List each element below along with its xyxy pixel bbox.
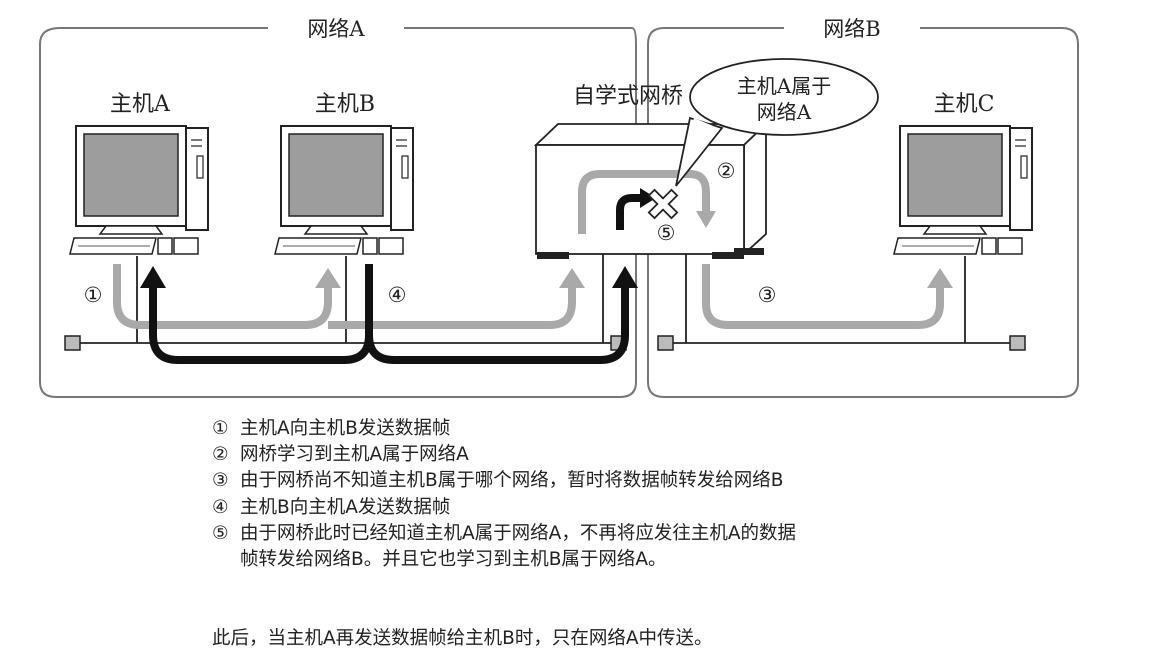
legend-mark: ② (212, 444, 229, 466)
step-marker-4: ④ (388, 283, 407, 307)
flow-2-bridge-arrow (578, 170, 710, 234)
host-c-label: 主机C (934, 92, 995, 117)
legend-text: 由于网桥尚不知道主机B属于哪个网络，暂时将数据帧转发给网络B (240, 470, 784, 492)
legend-item-5: ⑤ 由于网桥此时已经知道主机A属于网络A，不再将应发往主机A的数据 (212, 521, 1112, 547)
network-a-frame (39, 27, 637, 398)
learning-callout: 主机A属于 网络A (675, 58, 879, 187)
flow-1-arrow (113, 264, 332, 329)
legend-item-2: ② 网桥学习到主机A属于网络A (212, 442, 1112, 468)
legend-item-3: ③ 由于网桥尚不知道主机B属于哪个网络，暂时将数据帧转发给网络B (212, 468, 1112, 494)
step-marker-3: ③ (758, 283, 777, 307)
host-c-computer-icon (893, 125, 1033, 255)
network-b-terminator-left (657, 335, 674, 351)
legend-mark: ⑤ (212, 522, 229, 544)
flow-1-to-bridge-arrow (328, 284, 576, 329)
callout-line-1: 主机A属于 (737, 74, 831, 98)
network-b-label: 网络B (823, 17, 880, 41)
legend-text: 主机B向主机A发送数据帧 (240, 496, 451, 518)
legend-text: 由于网桥此时已经知道主机A属于网络A，不再将应发往主机A的数据 (240, 522, 796, 544)
flow-3-arrow (702, 264, 944, 329)
legend: ① 主机A向主机B发送数据帧 ② 网桥学习到主机A属于网络A ③ 由于网桥尚不知道主机… (212, 416, 1112, 573)
legend-item-5-continuation: 帧转发给网络B。并且它也学习到主机B属于网络A。 (240, 549, 667, 571)
legend-item-1: ① 主机A向主机B发送数据帧 (212, 416, 1112, 442)
bridge-device (533, 121, 769, 259)
bridge-label: 自学式网桥 (573, 84, 683, 109)
network-a-terminator-left (64, 335, 81, 351)
network-b-terminator-right (1009, 335, 1026, 351)
flow-5-block-arrow (616, 194, 642, 230)
legend-mark: ① (212, 418, 229, 439)
legend-mark: ③ (212, 470, 229, 492)
network-b-frame (647, 27, 1079, 398)
host-a-computer-icon (69, 125, 209, 255)
host-a-label: 主机A (110, 92, 171, 117)
network-a-label: 网络A (307, 17, 365, 41)
step-marker-1: ① (84, 283, 103, 307)
flow-4-arrow (149, 264, 373, 364)
blocked-x-icon (647, 188, 679, 220)
legend-mark: ④ (212, 496, 229, 518)
step-marker-2: ② (717, 159, 736, 183)
host-b-computer-icon (274, 125, 414, 255)
legend-text: 主机A向主机B发送数据帧 (240, 418, 451, 439)
legend-item-4: ④ 主机B向主机A发送数据帧 (212, 495, 1112, 521)
step-marker-5: ⑤ (657, 221, 676, 245)
bridge-learning-diagram: 网络A 网络B 主机A 主机B 主机C 自学式网桥 (39, 17, 1079, 398)
legend-text: 网桥学习到主机A属于网络A (240, 444, 469, 466)
host-b-label: 主机B (315, 92, 375, 117)
summary-text: 此后，当主机A再发送数据帧给主机B时，只在网络A中传送。 (212, 628, 713, 649)
callout-line-2: 网络A (757, 100, 812, 124)
flow-4-to-bridge-arrow (365, 285, 629, 364)
